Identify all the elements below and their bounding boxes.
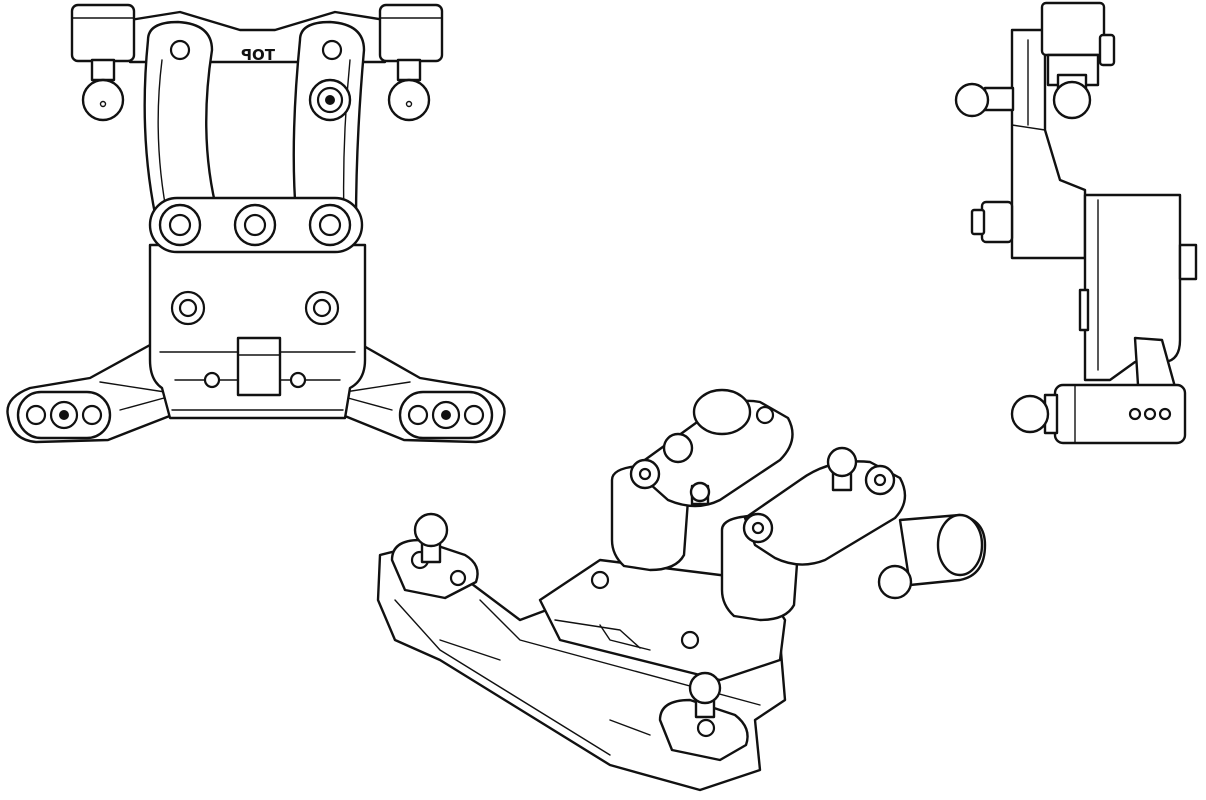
ball-stud-left	[81, 78, 125, 122]
iso-ball-stud-bottom	[688, 671, 722, 705]
top-label: TOP	[241, 46, 275, 64]
base-plate	[148, 243, 367, 420]
side-view	[954, 1, 1198, 445]
right-steering-arm	[292, 20, 366, 224]
iso-ball-stud-left	[413, 512, 449, 548]
top-view: TOP	[6, 3, 506, 444]
left-tower	[70, 3, 136, 63]
iso-ball-stud-center	[826, 446, 858, 478]
side-ball-stud-bottom	[1010, 394, 1050, 434]
iso-ball-stud-right	[877, 564, 913, 600]
side-main-block	[1083, 193, 1182, 382]
isometric-view	[376, 388, 987, 792]
left-steering-arm	[143, 20, 220, 230]
side-top-tower	[1040, 1, 1106, 57]
center-lug	[236, 336, 282, 397]
ball-stud-right	[387, 78, 431, 122]
side-ball-stud-top	[1052, 80, 1092, 120]
side-ball-stud-left	[954, 82, 990, 118]
right-tower	[378, 3, 444, 63]
